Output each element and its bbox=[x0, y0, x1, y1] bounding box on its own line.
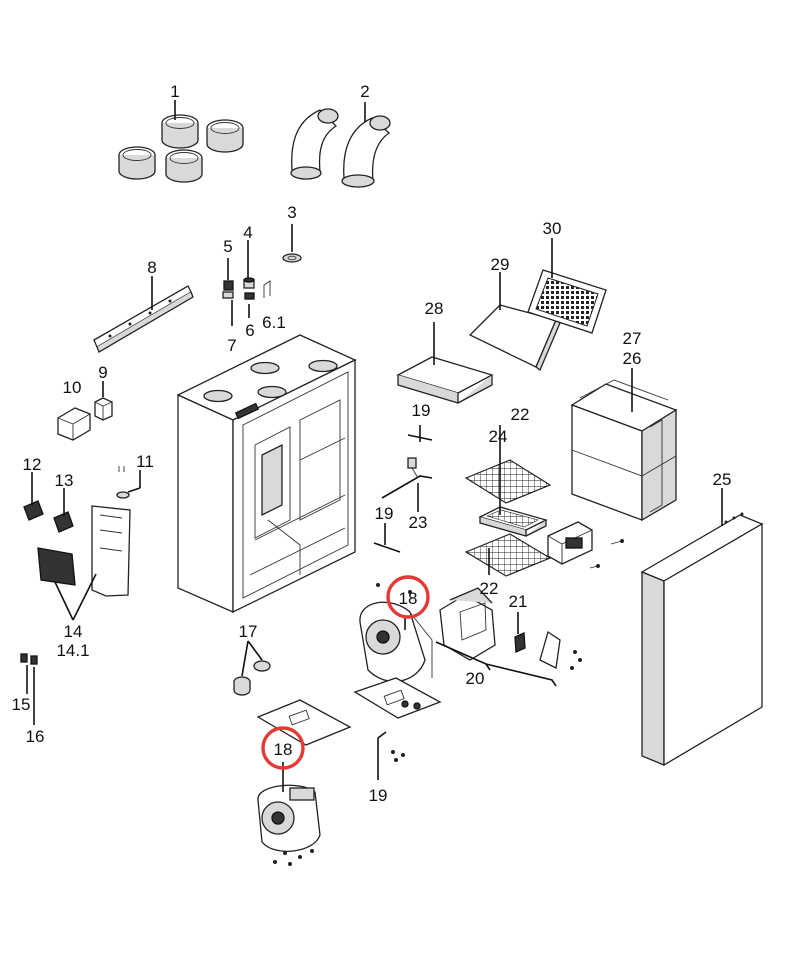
label-19-b: 19 bbox=[375, 504, 394, 523]
label-14: 14 bbox=[64, 622, 83, 641]
heater-block bbox=[547, 521, 624, 569]
label-17: 17 bbox=[239, 622, 258, 641]
knob-part bbox=[116, 466, 130, 499]
main-cabinet-part bbox=[176, 334, 357, 614]
fan-18-upper bbox=[359, 583, 433, 683]
highlight-circle-upper bbox=[386, 575, 430, 619]
filter-frame-24 bbox=[478, 506, 548, 537]
highlight-circle-lower bbox=[261, 726, 305, 770]
grille-30 bbox=[527, 269, 607, 334]
label-6: 6 bbox=[245, 321, 254, 340]
label-26: 26 bbox=[623, 349, 642, 368]
ring bbox=[118, 146, 156, 180]
label-18-lower: 18 bbox=[274, 740, 293, 759]
label-14-1: 14.1 bbox=[56, 641, 89, 660]
fan-18-lower bbox=[257, 784, 321, 866]
screws-19-lower bbox=[391, 750, 405, 762]
mounting-plate-lower bbox=[256, 699, 352, 746]
sensor-23 bbox=[381, 457, 433, 499]
label-7: 7 bbox=[227, 336, 236, 355]
label-25: 25 bbox=[713, 470, 732, 489]
label-3: 3 bbox=[287, 203, 296, 222]
label-16: 16 bbox=[26, 727, 45, 746]
label-15: 15 bbox=[12, 695, 31, 714]
label-30: 30 bbox=[543, 219, 562, 238]
label-1: 1 bbox=[170, 82, 179, 101]
duct-rings-part bbox=[118, 114, 244, 183]
box-10-part bbox=[57, 407, 91, 441]
heat-exchanger-26-27 bbox=[570, 379, 678, 522]
label-6-1: 6.1 bbox=[262, 313, 286, 332]
ring bbox=[165, 149, 203, 183]
small-fittings-part bbox=[222, 277, 271, 300]
label-27: 27 bbox=[623, 329, 642, 348]
label-24: 24 bbox=[489, 427, 508, 446]
grommet-part bbox=[282, 253, 302, 263]
label-4: 4 bbox=[243, 223, 252, 242]
drain-fittings-17 bbox=[233, 660, 271, 696]
label-13: 13 bbox=[55, 471, 74, 490]
label-19-a: 19 bbox=[412, 401, 431, 420]
filter-22-lower bbox=[464, 533, 552, 577]
label-22-upper: 22 bbox=[511, 405, 530, 424]
actuator-21 bbox=[514, 632, 526, 653]
ring bbox=[206, 119, 244, 153]
duct-elbows-part bbox=[290, 108, 391, 188]
filter-22-upper bbox=[464, 459, 552, 504]
ring bbox=[161, 114, 199, 149]
label-21: 21 bbox=[509, 592, 528, 611]
bypass-assembly-20 bbox=[439, 587, 582, 670]
control-panel-14 bbox=[37, 505, 131, 597]
label-22-lower: 22 bbox=[480, 579, 499, 598]
label-2: 2 bbox=[360, 82, 369, 101]
label-19-c: 19 bbox=[369, 786, 388, 805]
label-29: 29 bbox=[491, 255, 510, 274]
box-9-part bbox=[94, 397, 113, 421]
label-23: 23 bbox=[409, 513, 428, 532]
label-11: 11 bbox=[136, 452, 154, 471]
mounting-rail-part bbox=[93, 285, 194, 353]
label-28: 28 bbox=[425, 299, 444, 318]
label-8: 8 bbox=[147, 258, 156, 277]
label-12: 12 bbox=[23, 455, 42, 474]
connectors-15-16 bbox=[20, 653, 38, 665]
insulation-block-28 bbox=[396, 356, 494, 404]
front-door-25 bbox=[640, 512, 764, 767]
control-board-12 bbox=[23, 500, 44, 521]
label-5: 5 bbox=[223, 237, 232, 256]
label-20: 20 bbox=[466, 669, 485, 688]
label-18-upper: 18 bbox=[399, 589, 418, 608]
mounting-plate-upper bbox=[353, 677, 442, 719]
label-9: 9 bbox=[98, 363, 107, 382]
leader-lines bbox=[26, 100, 723, 792]
label-10: 10 bbox=[63, 378, 82, 397]
part-number-labels: 1 2 3 4 5 6 6.1 7 8 9 10 11 12 13 14 14.… bbox=[12, 82, 732, 805]
